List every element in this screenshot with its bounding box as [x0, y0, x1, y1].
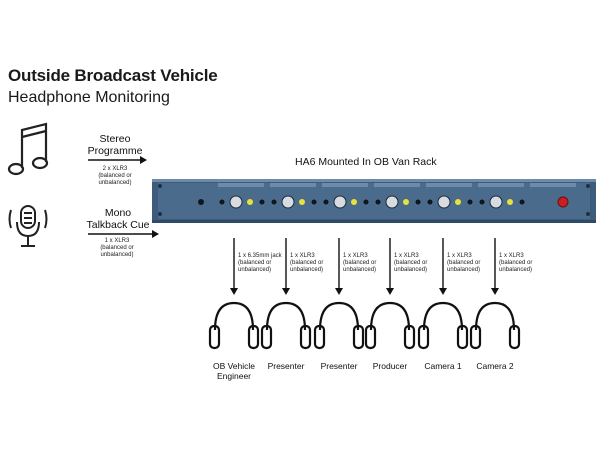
volume-knob-icon — [333, 195, 347, 209]
output-arrow-3 — [335, 238, 343, 295]
jack-socket-icon — [271, 199, 277, 205]
volume-knob-icon — [437, 195, 451, 209]
jack-socket-icon — [479, 199, 485, 205]
output-arrow-4 — [386, 238, 394, 295]
headphones-icon — [208, 301, 260, 350]
jack-socket-icon — [467, 199, 473, 205]
jack-socket-icon — [259, 199, 265, 205]
volume-knob-icon — [229, 195, 243, 209]
led-icon — [299, 199, 305, 205]
headphones-icon — [260, 301, 312, 350]
jack-socket-icon — [415, 199, 421, 205]
jack-socket-icon — [427, 199, 433, 205]
page-subtitle: Headphone Monitoring — [8, 89, 170, 106]
headphones-icon — [364, 301, 416, 350]
channel-strip-label — [478, 183, 524, 187]
output-arrow-6 — [491, 238, 499, 295]
jack-socket-icon — [219, 199, 225, 205]
output-arrow-5 — [439, 238, 447, 295]
input-spec-stereo: 2 x XLR3 (balanced or unbalanced) — [98, 166, 132, 186]
channel-strip-label — [270, 183, 316, 187]
output-arrow-2 — [282, 238, 290, 295]
volume-knob-icon — [489, 195, 503, 209]
power-switch-icon — [557, 196, 569, 208]
input-arrow-talkback — [88, 230, 159, 238]
headphones-icon — [313, 301, 365, 350]
channel-strip-label — [374, 183, 420, 187]
rack-caption: HA6 Mounted In OB Van Rack — [295, 156, 437, 168]
input-label-talkback: Mono Talkback Cue — [86, 207, 150, 231]
destination-label-2: Presenter — [267, 361, 305, 371]
music-note-icon — [7, 122, 49, 176]
page-title: Outside Broadcast Vehicle — [8, 66, 218, 85]
jack-socket-icon — [363, 199, 369, 205]
jack-socket-icon — [519, 199, 525, 205]
destination-label-3: Presenter — [320, 361, 358, 371]
led-icon — [403, 199, 409, 205]
volume-knob-icon — [281, 195, 295, 209]
input-arrow-stereo — [88, 156, 147, 164]
jack-socket-icon — [323, 199, 329, 205]
led-icon — [247, 199, 253, 205]
input-spec-talkback: 1 x XLR3 (balanced or unbalanced) — [100, 238, 134, 258]
led-icon — [455, 199, 461, 205]
destination-label-5: Camera 1 — [424, 361, 462, 371]
microphone-icon — [8, 205, 48, 247]
ha6-rack-unit — [152, 179, 596, 223]
output-arrow-1 — [230, 238, 238, 295]
input-jack-icon — [198, 199, 204, 205]
led-icon — [351, 199, 357, 205]
input-label-stereo: Stereo Programme — [87, 133, 143, 157]
headphones-icon — [469, 301, 521, 350]
jack-socket-icon — [375, 199, 381, 205]
channel-strip-label — [218, 183, 264, 187]
destination-label-6: Camera 2 — [476, 361, 514, 371]
jack-socket-icon — [311, 199, 317, 205]
volume-knob-icon — [385, 195, 399, 209]
channel-strip-label — [426, 183, 472, 187]
channel-strip-label — [530, 183, 576, 187]
destination-label-4: Producer — [372, 361, 408, 371]
headphones-icon — [417, 301, 469, 350]
led-icon — [507, 199, 513, 205]
channel-strip-label — [322, 183, 368, 187]
